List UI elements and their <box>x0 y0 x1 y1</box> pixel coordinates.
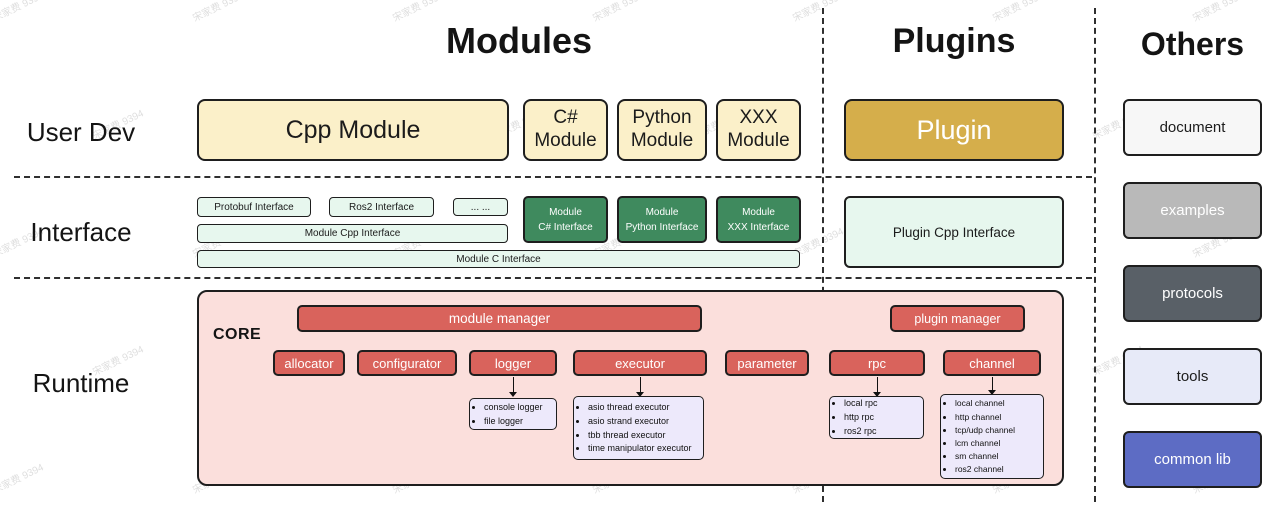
list-item: sm channel <box>955 450 1015 463</box>
protobuf-interface-box: Protobuf Interface <box>197 197 311 217</box>
others-title: Others <box>1140 26 1245 62</box>
interface-runtime-divider <box>14 277 1092 279</box>
module-cpp-interface-box: Module Cpp Interface <box>197 224 508 243</box>
list-item: ros2 rpc <box>844 425 878 438</box>
watermark-text: 宋家费 9394 <box>0 462 46 497</box>
plugin-cpp-interface-box: Plugin Cpp Interface <box>844 196 1064 268</box>
others-tools-box: tools <box>1123 348 1262 405</box>
list-item: file logger <box>484 415 543 429</box>
modules-title: Modules <box>445 20 592 61</box>
list-item: local rpc <box>844 397 878 411</box>
modules-plugins-divider <box>822 8 824 502</box>
logger-arrow-icon <box>509 377 518 397</box>
core-container: CORE module manager plugin manager alloc… <box>197 290 1064 486</box>
rpc-box: rpc <box>829 350 925 376</box>
rpc-impl-list: local rpchttp rpcros2 rpc <box>829 396 924 439</box>
parameter-box: parameter <box>725 350 809 376</box>
list-item: ros2 channel <box>955 463 1015 476</box>
executor-arrow-icon <box>636 377 645 397</box>
list-item: tcp/udp channel <box>955 424 1015 437</box>
list-item: local channel <box>955 397 1015 410</box>
python-module-box: Python Module <box>617 99 707 161</box>
row-label-runtime: Runtime <box>32 368 130 398</box>
ellipsis-interface-box: ... ... <box>453 198 508 216</box>
executor-box: executor <box>573 350 707 376</box>
allocator-box: allocator <box>273 350 345 376</box>
list-item: http channel <box>955 411 1015 424</box>
configurator-box: configurator <box>357 350 457 376</box>
row-label-interface: Interface <box>30 217 132 247</box>
logger-box: logger <box>469 350 557 376</box>
plugin-manager-box: plugin manager <box>890 305 1025 332</box>
others-protocols-box: protocols <box>1123 265 1262 322</box>
logger-impl-list: console loggerfile logger <box>469 398 557 430</box>
channel-impl-list: local channelhttp channeltcp/udp channel… <box>940 394 1044 479</box>
module-manager-box: module manager <box>297 305 702 332</box>
module-xxx-interface-box: Module XXX Interface <box>716 196 801 243</box>
list-item: tbb thread executor <box>588 429 692 443</box>
channel-box: channel <box>943 350 1041 376</box>
rpc-arrow-icon <box>873 377 882 397</box>
list-item: time manipulator executor <box>588 442 692 456</box>
executor-impl-list: asio thread executorasio strand executor… <box>573 396 704 460</box>
watermark-text: 宋家费 9394 <box>991 0 1046 25</box>
list-item: asio thread executor <box>588 401 692 415</box>
module-python-interface-box: Module Python Interface <box>617 196 707 243</box>
module-csharp-interface-box: Module C# Interface <box>523 196 608 243</box>
userdev-interface-divider <box>14 176 1092 178</box>
others-common-lib-box: common lib <box>1123 431 1262 488</box>
channel-arrow-icon <box>988 377 997 395</box>
core-label: CORE <box>213 326 262 343</box>
row-label-user-dev: User Dev <box>26 117 136 147</box>
watermark-text: 宋家费 9394 <box>0 0 46 25</box>
list-item: http rpc <box>844 411 878 425</box>
others-document-box: document <box>1123 99 1262 156</box>
xxx-module-box: XXX Module <box>716 99 801 161</box>
others-examples-box: examples <box>1123 182 1262 239</box>
list-item: asio strand executor <box>588 415 692 429</box>
plugin-box: Plugin <box>844 99 1064 161</box>
module-c-interface-box: Module C Interface <box>197 250 800 268</box>
cpp-module-box: Cpp Module <box>197 99 509 161</box>
list-item: console logger <box>484 401 543 415</box>
watermark-text: 宋家费 9394 <box>1191 0 1246 25</box>
plugins-others-divider <box>1094 8 1096 502</box>
csharp-module-box: C# Module <box>523 99 608 161</box>
list-item: lcm channel <box>955 437 1015 450</box>
plugins-title: Plugins <box>892 22 1016 60</box>
ros2-interface-box: Ros2 Interface <box>329 197 434 217</box>
